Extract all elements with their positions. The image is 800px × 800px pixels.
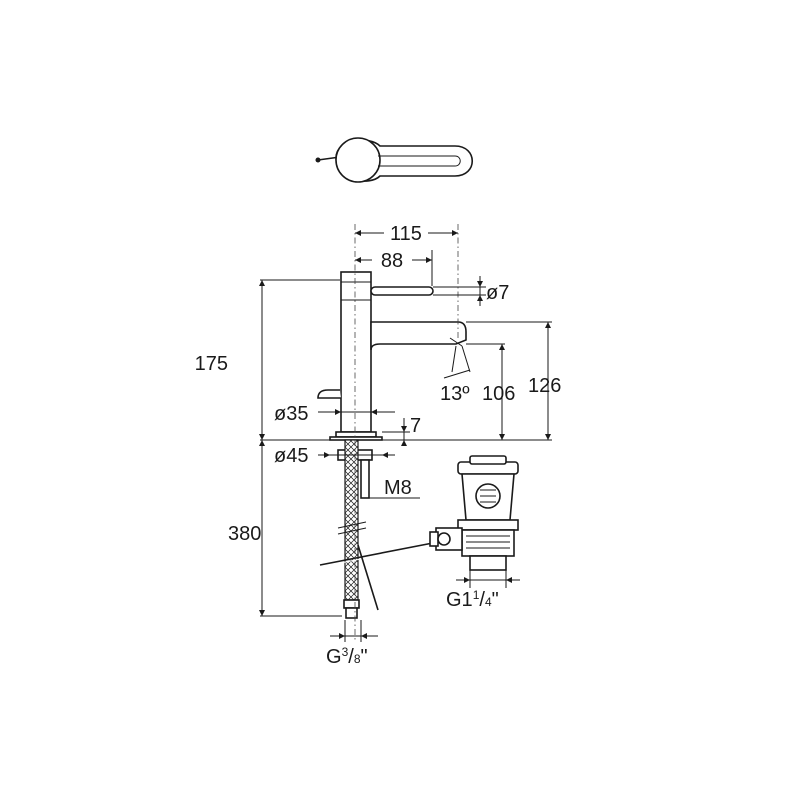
dimension-lines	[259, 224, 552, 642]
hose-thread-main: G	[326, 646, 342, 668]
hose-thread-den: 8	[354, 652, 361, 666]
label-88: 88	[381, 250, 403, 272]
label-175: 175	[195, 353, 228, 375]
waste-thread-suffix: "	[492, 589, 499, 611]
label-body-diameter: ø35	[274, 403, 308, 425]
label-waste-thread: G11/4"	[446, 588, 499, 611]
faucet-side-view	[317, 271, 467, 619]
label-lever-diameter: ø7	[486, 282, 509, 304]
label-stud-thread: M8	[384, 477, 412, 499]
label-base-diameter: ø45	[274, 445, 308, 467]
label-angle: 13º	[440, 383, 470, 405]
label-126: 126	[528, 375, 561, 397]
dimension-labels: 115 88 ø7 175 126 106 13º ø35 7 ø45 M8 3…	[195, 222, 561, 668]
waste-thread-main: G1	[446, 589, 473, 611]
label-flange-height: 7	[410, 415, 421, 437]
label-380: 380	[228, 523, 261, 545]
label-106: 106	[482, 383, 515, 405]
label-hose-thread: G3/8"	[326, 645, 368, 668]
hose-thread-suffix: "	[361, 646, 368, 668]
label-115: 115	[390, 223, 422, 245]
pop-up-waste	[429, 455, 519, 571]
hose-thread-num: 3	[342, 645, 349, 659]
waste-thread-den: 4	[485, 595, 492, 609]
waste-thread-num: 1	[473, 588, 480, 602]
top-view	[315, 137, 473, 183]
